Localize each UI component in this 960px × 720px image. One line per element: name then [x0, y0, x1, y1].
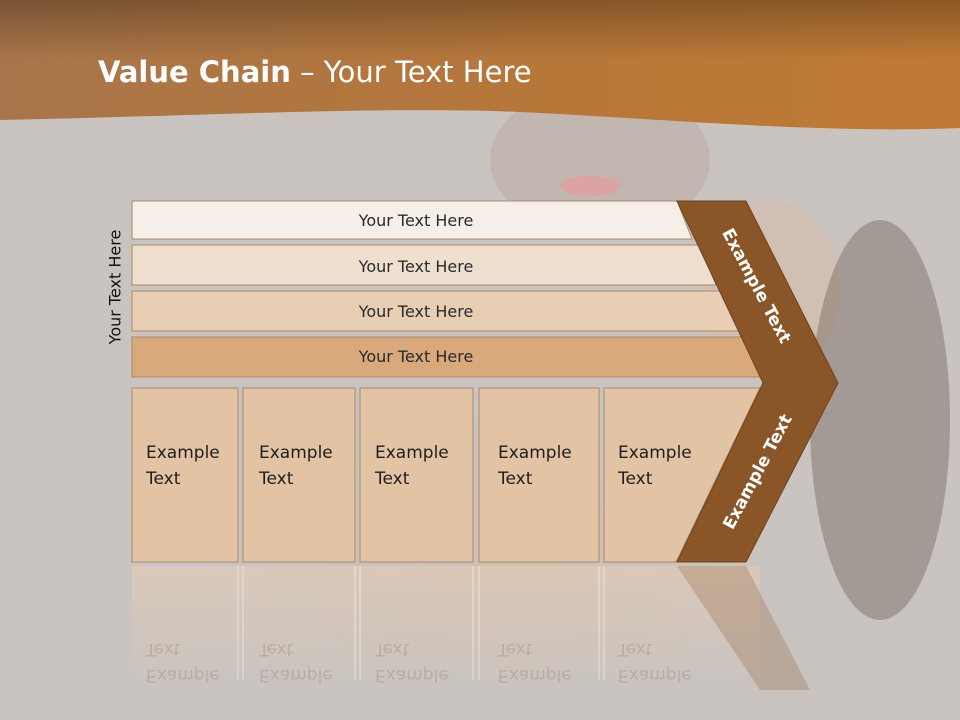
bar-3-label: Your Text Here	[358, 301, 474, 321]
column-2-line2: Text	[259, 469, 294, 489]
column-shape-4	[478, 387, 600, 563]
reflection-columns	[132, 566, 760, 686]
column-5-line1: Example	[618, 443, 692, 463]
column-5-line2: Text	[618, 469, 653, 489]
column-2-line1: Example	[259, 443, 333, 463]
column-shape-5	[603, 387, 761, 563]
column-shape-1	[131, 387, 239, 563]
column-3-line1: Example	[375, 443, 449, 463]
column-shape-3	[359, 387, 474, 563]
bar-shape-1	[131, 200, 693, 240]
column-1-line2: Text	[146, 469, 181, 489]
bar-1-label: Your Text Here	[358, 210, 474, 230]
bar-2-label: Your Text Here	[358, 256, 474, 276]
bar-shape-2	[131, 244, 717, 286]
title-rest: – Your Text Here	[290, 55, 532, 89]
column-4-line2: Text	[498, 469, 533, 489]
column-shape-2	[242, 387, 356, 563]
bar-4-label: Your Text Here	[358, 346, 474, 366]
reflection-chevron	[677, 566, 810, 690]
column-1-line1: Example	[146, 443, 220, 463]
column-3-line2: Text	[375, 469, 410, 489]
title-bold: Value Chain	[98, 55, 291, 89]
chevron-shape	[676, 200, 839, 563]
column-4-line1: Example	[498, 443, 572, 463]
page-title: Value Chain – Your Text Here	[98, 55, 532, 89]
